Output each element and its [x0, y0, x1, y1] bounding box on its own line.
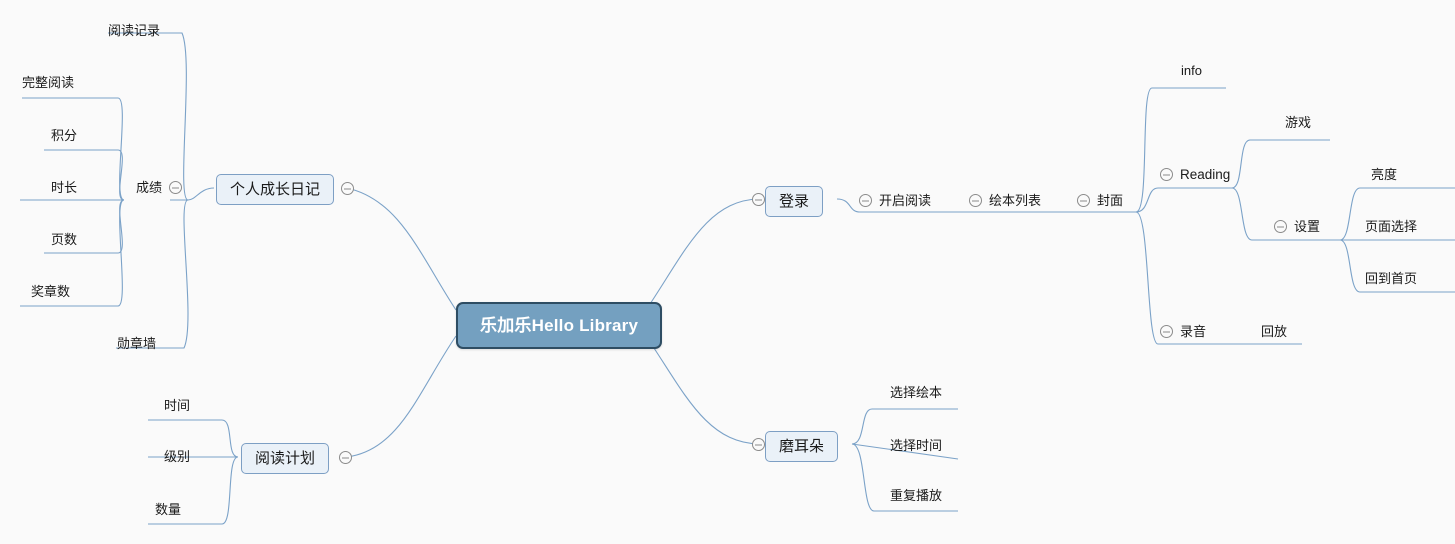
leaf-brightness[interactable]: 亮度: [1371, 167, 1398, 182]
root-node[interactable]: 乐加乐Hello Library: [456, 302, 663, 349]
node-recording-label: 录音: [1180, 324, 1207, 339]
leaf-plan-level[interactable]: 级别: [164, 449, 191, 464]
collapse-toggle-picture-book-list[interactable]: [969, 194, 982, 207]
leaf-pages[interactable]: 页数: [51, 232, 78, 247]
node-login[interactable]: 登录: [765, 186, 824, 217]
leaf-medal-count[interactable]: 奖章数: [31, 284, 71, 299]
node-growth-diary[interactable]: 个人成长日记: [216, 174, 335, 205]
leaf-select-time[interactable]: 选择时间: [890, 438, 943, 453]
node-start-reading-label: 开启阅读: [879, 193, 932, 208]
leaf-plan-time[interactable]: 时间: [164, 398, 191, 413]
node-recording[interactable]: 录音: [1160, 325, 1206, 338]
node-picture-book-list[interactable]: 绘本列表: [969, 194, 1041, 207]
node-settings[interactable]: 设置: [1274, 220, 1320, 233]
node-reading-label: Reading: [1180, 167, 1231, 182]
leaf-reading-record[interactable]: 阅读记录: [108, 23, 161, 38]
collapse-toggle-recording[interactable]: [1160, 325, 1173, 338]
node-start-reading[interactable]: 开启阅读: [859, 194, 931, 207]
leaf-page-select[interactable]: 页面选择: [1365, 219, 1418, 234]
node-score[interactable]: 成绩: [136, 180, 183, 195]
node-picture-book-list-label: 绘本列表: [989, 193, 1042, 208]
leaf-points[interactable]: 积分: [51, 128, 78, 143]
node-settings-label: 设置: [1294, 219, 1321, 234]
leaf-select-book[interactable]: 选择绘本: [890, 385, 943, 400]
leaf-medal-wall[interactable]: 勋章墙: [117, 336, 157, 351]
leaf-info[interactable]: info: [1181, 63, 1202, 78]
node-cover-label: 封面: [1097, 193, 1124, 208]
leaf-game[interactable]: 游戏: [1285, 115, 1312, 130]
node-score-label: 成绩: [136, 180, 163, 195]
collapse-toggle-reading[interactable]: [1160, 168, 1173, 182]
leaf-back-home[interactable]: 回到首页: [1365, 271, 1418, 286]
leaf-plan-quantity[interactable]: 数量: [155, 502, 182, 517]
node-ear-training[interactable]: 磨耳朵: [765, 431, 839, 462]
collapse-toggle-score[interactable]: [169, 181, 183, 194]
leaf-full-reading[interactable]: 完整阅读: [22, 75, 75, 90]
collapse-toggle-cover[interactable]: [1077, 194, 1090, 207]
collapse-toggle-growth-diary[interactable]: [341, 182, 354, 195]
node-reading[interactable]: Reading: [1160, 168, 1230, 182]
collapse-toggle-login[interactable]: [752, 193, 765, 206]
node-cover[interactable]: 封面: [1077, 194, 1123, 207]
collapse-toggle-ear-training[interactable]: [752, 438, 765, 451]
leaf-repeat-play[interactable]: 重复播放: [890, 488, 943, 503]
collapse-toggle-reading-plan[interactable]: [339, 451, 352, 464]
collapse-toggle-start-reading[interactable]: [859, 194, 872, 207]
collapse-toggle-settings[interactable]: [1274, 220, 1287, 233]
node-reading-plan[interactable]: 阅读计划: [241, 443, 330, 474]
leaf-duration[interactable]: 时长: [51, 180, 78, 195]
leaf-playback[interactable]: 回放: [1261, 324, 1288, 339]
